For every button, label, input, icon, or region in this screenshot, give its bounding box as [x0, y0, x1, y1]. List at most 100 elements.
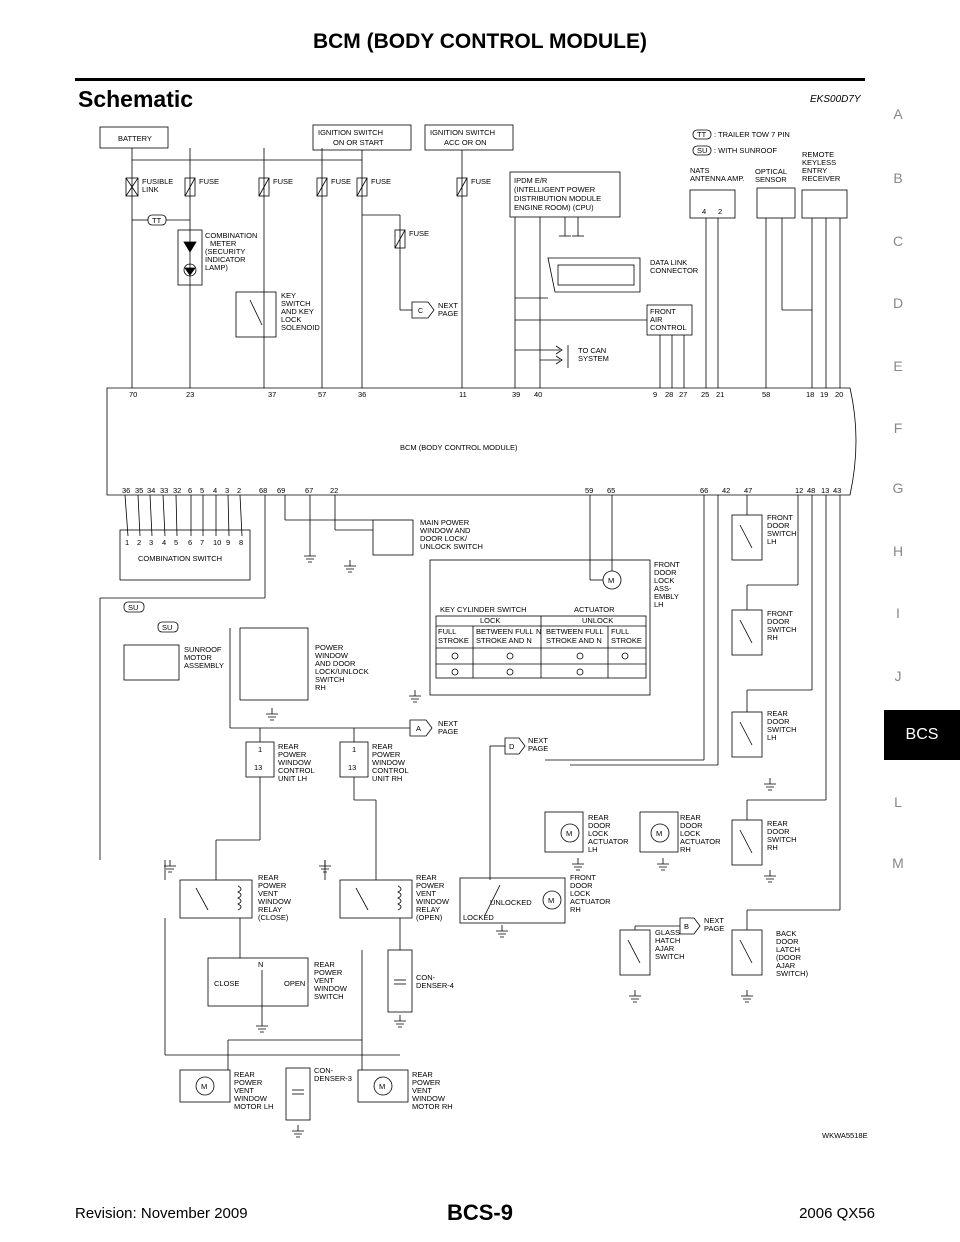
footer-revision: Revision: November 2009 [75, 1205, 248, 1222]
legend-tt: TT [697, 130, 707, 139]
bcm-bottom-pin: 2 [237, 486, 241, 495]
tab-d[interactable]: D [892, 295, 904, 311]
bcm-label: BCM (BODY CONTROL MODULE) [400, 443, 518, 452]
tab-bcs-active[interactable]: BCS [884, 710, 960, 760]
full-stroke-label: FULL [438, 627, 456, 636]
cond4-label: DENSER-4 [416, 981, 454, 990]
optical-sensor-box [756, 187, 796, 219]
sunroof-label: SUNROOF [184, 645, 222, 654]
motor-lh-label: POWER [234, 1078, 263, 1087]
glass-label: AJAR [655, 944, 675, 953]
front-door-lock-actuator-rh [459, 877, 566, 924]
motor-lh-label: WINDOW [234, 1094, 268, 1103]
tab-j[interactable]: J [894, 668, 902, 684]
tt-badge: TT [152, 216, 162, 225]
combination-switch-pin: 8 [239, 538, 243, 547]
nats-pin-label: 4 [702, 207, 706, 216]
back-door-label: AJAR [776, 961, 796, 970]
rear-pw-lh-label: CONTROL [278, 766, 315, 775]
remote-label: ENTRY [802, 166, 827, 175]
fuse-label: FUSE [471, 177, 491, 186]
pw-rh-label: LOCK/UNLOCK [315, 667, 369, 676]
front-door-switch-lh [731, 514, 763, 561]
ign-acc-box [424, 124, 514, 151]
ground-icon [496, 925, 508, 938]
tab-a[interactable]: A [893, 106, 903, 122]
tab-e[interactable]: E [893, 358, 903, 374]
tab-b[interactable]: B [893, 170, 903, 186]
rear-pw-rh-label: CONTROL [372, 766, 409, 775]
section-title: Schematic [78, 86, 194, 112]
figure-code: WKWA5518E [822, 1131, 868, 1140]
tab-h[interactable]: H [892, 543, 904, 559]
bcm-top-pin: 11 [459, 390, 467, 399]
motor-m-label: M [566, 829, 572, 838]
comb-meter-label: LAMP) [205, 263, 228, 272]
combination-switch-label: COMBINATION SWITCH [138, 554, 222, 563]
optical-label: SENSOR [755, 175, 787, 184]
open-label: OPEN [284, 979, 305, 988]
sunroof-label: ASSEMBLY [184, 661, 224, 670]
fd-sw-rh-label: SWITCH [767, 625, 797, 634]
combination-switch-box [119, 529, 251, 581]
legend-tt-badge [692, 129, 712, 140]
tab-m[interactable]: M [892, 855, 904, 871]
ign-on-label-2: ON OR START [333, 138, 384, 147]
rd-lock-lh-label: LOCK [588, 829, 608, 838]
tab-f[interactable]: F [893, 420, 903, 436]
bcm-top-pin: 36 [358, 390, 366, 399]
bcm-top-pin: 23 [186, 390, 194, 399]
bcm-bottom-pin: 68 [259, 486, 267, 495]
front-lock-lh-label: ASS- [654, 584, 672, 593]
bcm-top-pin: 58 [762, 390, 770, 399]
tab-l[interactable]: L [894, 794, 902, 810]
header-rule [75, 78, 865, 81]
fuse-label: FUSE [371, 177, 391, 186]
fuse-icon [316, 177, 328, 197]
tab-i[interactable]: I [896, 605, 900, 621]
full-stroke-label: STROKE [611, 636, 642, 645]
glass-hatch-switch [619, 929, 651, 976]
pw-rh-label: SWITCH [315, 675, 345, 684]
ground-icon [292, 1125, 304, 1138]
su-badge: SU [162, 623, 172, 632]
full-stroke-label: STROKE [438, 636, 469, 645]
key-switch-label: SWITCH [281, 299, 311, 308]
rd-sw-lh-label: LH [767, 733, 777, 742]
section-code: EKS00D7Y [810, 94, 861, 105]
bcm-bottom-pin: 4 [213, 486, 217, 495]
rd-lock-lh-label: REAR [588, 813, 609, 822]
ground-icon [164, 860, 176, 873]
ground-icon [344, 560, 356, 573]
tab-c[interactable]: C [892, 233, 904, 249]
motor-rh-label: MOTOR RH [412, 1102, 453, 1111]
bcm-bottom-pin: 34 [147, 486, 155, 495]
full-stroke-label: FULL [611, 627, 629, 636]
remote-label: REMOTE [802, 150, 834, 159]
ground-icon [764, 870, 776, 883]
rd-sw-rh-label: RH [767, 843, 778, 852]
rear-pw-lh-label: UNIT LH [278, 774, 307, 783]
pw-rh-label: RH [315, 683, 326, 692]
rear-door-lock-actuator-lh [544, 811, 584, 853]
rd-lock-lh-label: LH [588, 845, 598, 854]
n-label: N [258, 960, 263, 969]
front-lock-lh-label: EMBLY [654, 592, 679, 601]
ground-icon [409, 690, 421, 703]
motor-rh-label: REAR [412, 1070, 433, 1079]
sunroof-label: MOTOR [184, 653, 212, 662]
pw-rh-label: POWER [315, 643, 344, 652]
tab-g[interactable]: G [892, 480, 904, 496]
relay-close-label: REAR [258, 873, 279, 882]
n-label: N [536, 627, 541, 636]
relay-open-label: RELAY [416, 905, 440, 914]
bcm-top-pin: 39 [512, 390, 520, 399]
bcm-bottom-pin: 5 [200, 486, 204, 495]
fuse-icon [356, 177, 368, 197]
rd-lock-rh-label: LOCK [680, 829, 700, 838]
lock-label: LOCK [480, 616, 500, 625]
motor-lh-label: MOTOR LH [234, 1102, 273, 1111]
bcm-top-pin: 25 [701, 390, 709, 399]
